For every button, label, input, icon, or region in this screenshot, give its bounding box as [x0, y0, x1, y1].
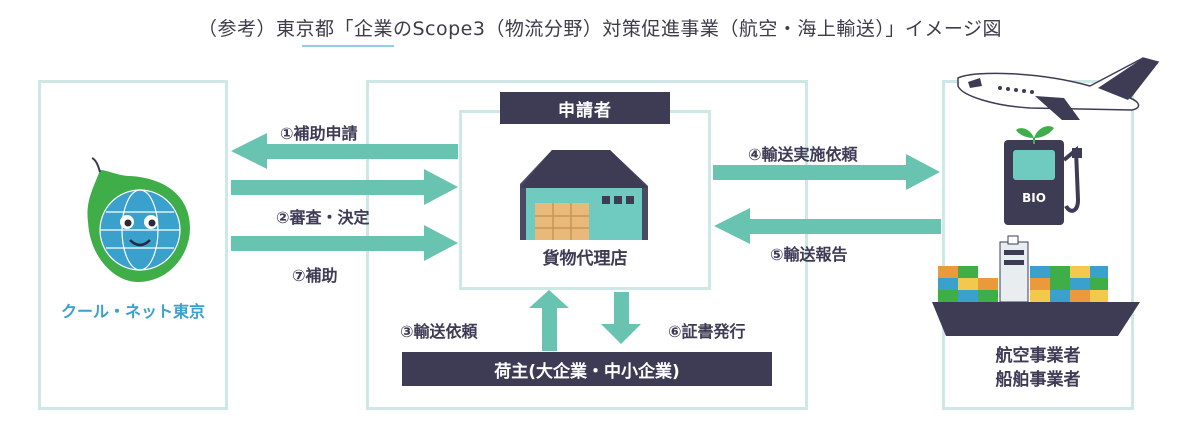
step7-label: ⑦補助	[292, 266, 338, 285]
step4-label: ④輸送実施依頼	[748, 145, 858, 164]
arrow-shipping-request	[529, 290, 569, 351]
step3-label: ③輸送依頼	[400, 322, 478, 341]
step5-label: ⑤輸送報告	[770, 245, 848, 264]
applicant-label: 申請者	[500, 92, 670, 124]
airline-label: 航空事業者	[995, 346, 1081, 366]
step2-label: ②審査・決定	[276, 208, 370, 227]
airplane-icon	[957, 57, 1160, 120]
bio-fuel-pump-icon	[1004, 126, 1082, 225]
step1-label: ①補助申請	[280, 124, 358, 143]
carrier-labels: 航空事業者 船舶事業者	[942, 344, 1134, 392]
warehouse-icon	[520, 150, 648, 240]
page-title: （参考）東京都「企業のScope3（物流分野）対策促進事業（航空・海上輸送）」イ…	[197, 18, 1003, 40]
cool-net-tokyo-logo-icon	[87, 157, 190, 282]
step6-label: ⑥証書発行	[668, 322, 746, 341]
shipping-label: 船舶事業者	[995, 370, 1081, 390]
freight-agent-label: 貨物代理店	[542, 249, 628, 269]
arrow-certificate-issue	[601, 292, 641, 344]
cool-net-tokyo-label: クール・ネット東京	[60, 302, 205, 321]
container-ship-icon	[932, 235, 1140, 336]
arrow-transport-request	[713, 154, 940, 190]
arrow-review-decision	[231, 169, 458, 205]
shipper-label: 荷主(大企業・中小企業)	[402, 352, 772, 386]
title-underline	[302, 45, 394, 47]
arrow-subsidy-application	[231, 133, 458, 169]
arrow-subsidy-payment	[231, 225, 458, 261]
arrow-transport-report	[714, 208, 941, 244]
